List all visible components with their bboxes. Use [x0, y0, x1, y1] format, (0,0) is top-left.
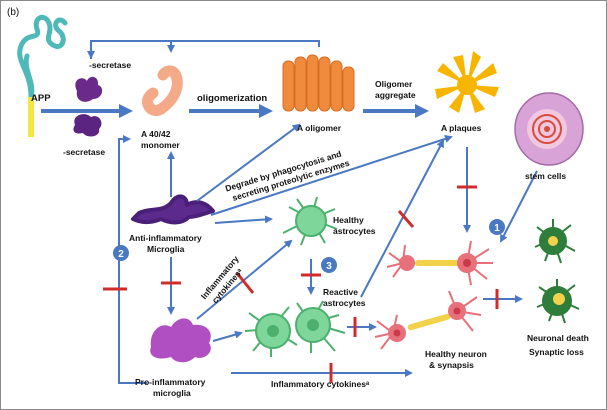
oligomer-aggregate-label-1: Oligomer — [375, 79, 413, 89]
arrow-stem-to-neuron — [500, 170, 538, 243]
pro-inflammatory-microglia-icon — [150, 318, 211, 363]
inhibition-marks — [103, 185, 499, 383]
pro-inflammatory-label-2: microglia — [153, 388, 191, 398]
marker-3: 3 — [321, 257, 337, 273]
beta-secretase-label: -secretase — [89, 60, 131, 70]
healthy-neuron-label-1: Healthy neuron — [425, 349, 487, 359]
abeta-monomer-icon — [142, 65, 183, 116]
healthy-neuron-label-2: & synapsis — [429, 360, 474, 370]
oligomer-aggregate-label-2: aggregate — [375, 90, 416, 100]
oligomer-label: A oligomer — [297, 123, 342, 133]
abeta-oligomer-icon — [282, 54, 355, 112]
arrow-pro-to-reactive — [212, 330, 243, 342]
marker-2: 2 — [113, 245, 129, 261]
healthy-astrocytes-label-1: Healthy — [333, 215, 364, 225]
reactive-astrocytes-label-2: astrocytes — [323, 298, 366, 308]
reactive-astrocytes-icon — [244, 300, 346, 357]
healthy-astrocyte-icon — [282, 196, 338, 246]
beta-secretase-icon — [75, 76, 103, 102]
app-protein-icon — [17, 14, 68, 137]
marker-1: 1 — [489, 219, 505, 235]
arrow-anti-to-plaques — [210, 135, 453, 216]
stem-cell-icon — [514, 92, 584, 166]
anti-inflammatory-label-1: Anti-inflammatory — [129, 233, 202, 243]
pro-inflammatory-label-1: Pro-inflammatory — [135, 377, 206, 387]
top-bracket-line — [90, 40, 320, 59]
gamma-secretase-label: -secretase — [63, 147, 105, 157]
monomer-label-2: monomer — [141, 140, 180, 150]
anti-inflammatory-microglia-icon — [131, 194, 215, 225]
reactive-astrocytes-label-1: Reactive — [323, 287, 358, 297]
stem-cells-label: stem cells — [525, 171, 566, 181]
oligomerization-label: oligomerization — [197, 93, 267, 104]
svg-text:1: 1 — [494, 223, 500, 234]
monomer-label-1: A 40/42 — [141, 129, 171, 139]
plaques-label: A plaques — [441, 123, 482, 133]
arrow-pro-inflammatory-to-monomer — [118, 135, 147, 384]
neuronal-death-label: Neuronal death — [527, 333, 589, 343]
neuronal-death-icon — [534, 219, 580, 324]
inflammatory-cytokines-bottom-label: Inflammatory cytokinesᵃ — [271, 379, 370, 389]
healthy-astrocytes-label-2: astrocytes — [333, 226, 376, 236]
arrow-anti-to-astrocytes — [214, 215, 273, 224]
arrow-anti-to-oligomer — [196, 123, 301, 202]
healthy-neuron-icon — [374, 240, 493, 350]
panel-label: (b) — [7, 7, 19, 18]
abeta-plaque-icon — [435, 51, 499, 113]
anti-inflammatory-label-2: Microglia — [147, 244, 185, 254]
svg-text:2: 2 — [118, 249, 124, 260]
synaptic-loss-label: Synaptic loss — [529, 347, 584, 357]
inhibit-reactive-to-plaques — [397, 210, 415, 228]
svg-text:3: 3 — [326, 261, 332, 272]
app-label: APP — [31, 93, 51, 104]
gamma-secretase-icon — [73, 114, 102, 137]
arrow-reactive-to-plaques — [360, 139, 444, 298]
inhibit-pro-to-astro — [235, 272, 255, 294]
pathway-arrows — [41, 40, 538, 384]
